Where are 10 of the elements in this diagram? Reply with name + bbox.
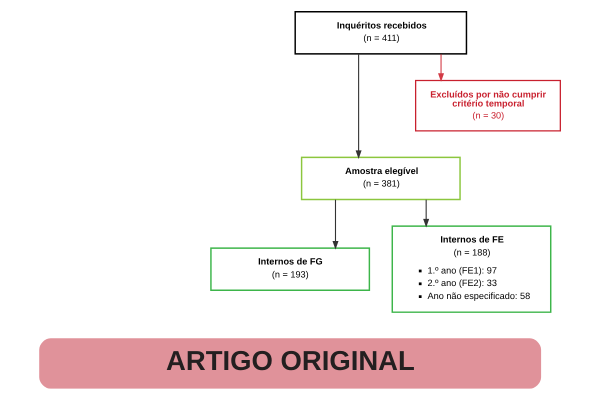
node-box: Internos de FE (n = 188) 1.º ano (FE1): 97 2.º ano (FE2): 33 Ano não especificado: 58 (392, 225, 552, 313)
arrow (423, 200, 430, 228)
arrow (438, 54, 444, 82)
node-box: ARTIGO ORIGINAL (39, 338, 542, 389)
node-box: Internos de FG (n = 193) (210, 247, 370, 291)
node-box: Inquéritos recebidos (n = 411) (294, 11, 468, 55)
arrow (356, 54, 362, 159)
node-box: Excluídos por não cumprir critério temporal (n = 30) (415, 80, 561, 132)
node-box: Amostra elegível (n = 381) (300, 156, 461, 200)
arrow (332, 200, 339, 250)
